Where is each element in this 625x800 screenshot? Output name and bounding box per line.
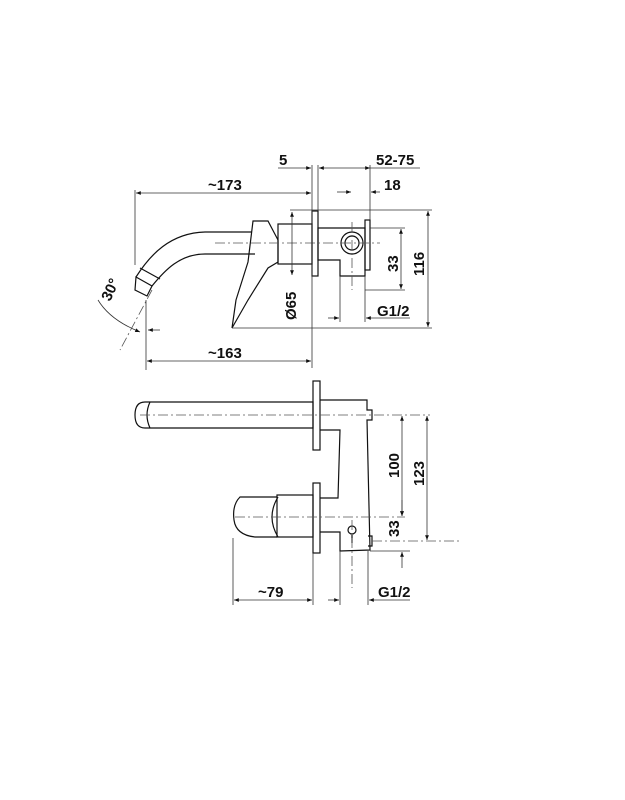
- dim-spout-length: ~173: [208, 177, 242, 194]
- valve-column: [320, 399, 373, 552]
- handle-body: [276, 494, 314, 538]
- dim-spout-to-inlet: 123: [411, 461, 428, 486]
- spout-aerator: [134, 267, 161, 297]
- dim-angle: 30°: [98, 276, 123, 304]
- dim-inlet-height: 33: [386, 520, 403, 537]
- dim-thread: G1/2: [377, 303, 410, 320]
- dim-wall-plate: 5: [279, 152, 287, 169]
- upper-rosette: [312, 380, 321, 451]
- dim-inlet-offset: 18: [384, 177, 401, 194]
- bracket: [364, 219, 371, 271]
- side-view: 5 52-75 18 ~173 ~163 Ø65 33 116 G1/2 30°: [97, 152, 432, 370]
- lower-rosette: [312, 482, 321, 554]
- dim-total-height: 116: [411, 252, 428, 276]
- dim-thread: G1/2: [378, 584, 411, 601]
- body-block: [277, 223, 313, 265]
- rosette-plate: [311, 210, 319, 277]
- dim-rosette-diameter: Ø65: [283, 292, 300, 320]
- dim-depth-range: 52-75: [376, 152, 414, 169]
- handle-lever: [231, 220, 279, 329]
- dim-handle-length: ~79: [258, 584, 283, 601]
- spout: [135, 231, 255, 287]
- dim-spout-reach: ~163: [208, 345, 242, 362]
- dim-inlet-height: 33: [385, 255, 402, 272]
- front-view: 100 123 33 ~79 G1/2: [134, 380, 460, 605]
- dim-spout-to-handle: 100: [386, 453, 403, 478]
